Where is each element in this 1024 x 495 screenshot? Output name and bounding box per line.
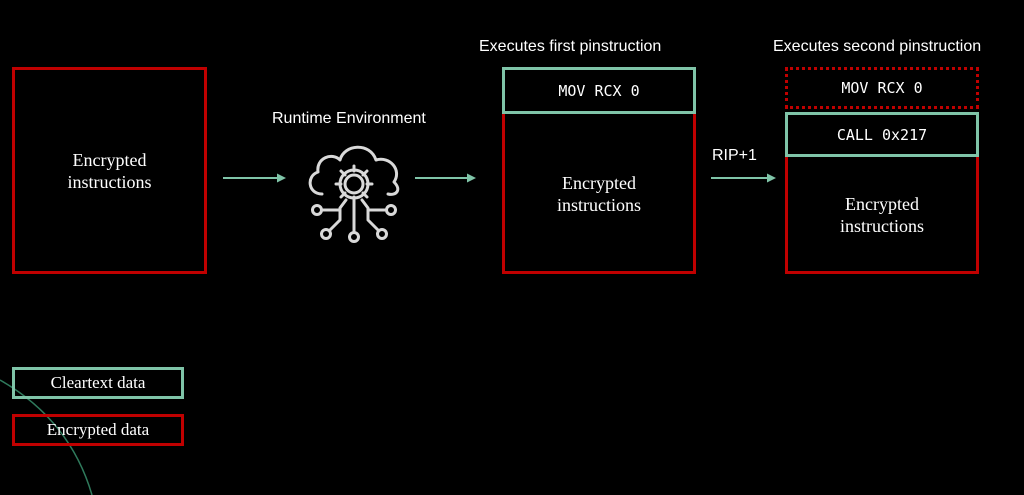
stage2-previous-box: MOV RCX 0 bbox=[785, 67, 979, 109]
stage2-caption: Executes second pinstruction bbox=[773, 38, 982, 55]
legend-cleartext-label: Cleartext data bbox=[50, 373, 146, 392]
arrow-to-runtime bbox=[223, 173, 286, 183]
runtime-environment-label: Runtime Environment bbox=[272, 110, 426, 127]
stage1-instruction: MOV RCX 0 bbox=[558, 81, 640, 100]
legend-encrypted-label: Encrypted data bbox=[46, 420, 150, 439]
stage1-caption: Executes first pinstruction bbox=[479, 38, 662, 55]
legend-encrypted: Encrypted data bbox=[12, 414, 184, 446]
stage1-encrypted-label: Encrypted instructions bbox=[557, 173, 641, 215]
stage2-encrypted-area: Encrypted instructions bbox=[785, 156, 979, 274]
encrypted-instructions-label: Encrypted instructions bbox=[67, 149, 152, 192]
arrow-to-stage2 bbox=[711, 173, 776, 183]
stage2-instruction: CALL 0x217 bbox=[836, 125, 928, 144]
arrow-to-stage1 bbox=[415, 173, 476, 183]
legend-cleartext: Cleartext data bbox=[12, 367, 184, 399]
cloud-gear-icon bbox=[308, 145, 400, 243]
rip-increment-label: RIP+1 bbox=[712, 147, 757, 164]
stage2-cleartext-box: CALL 0x217 bbox=[785, 112, 979, 157]
stage1-encrypted-area: Encrypted instructions bbox=[502, 114, 696, 274]
stage2-previous-instruction: MOV RCX 0 bbox=[841, 79, 923, 97]
stage2-encrypted-label: Encrypted instructions bbox=[840, 194, 924, 236]
stage1-cleartext-box: MOV RCX 0 bbox=[502, 67, 696, 114]
encrypted-instructions-box: Encrypted instructions bbox=[12, 67, 207, 274]
